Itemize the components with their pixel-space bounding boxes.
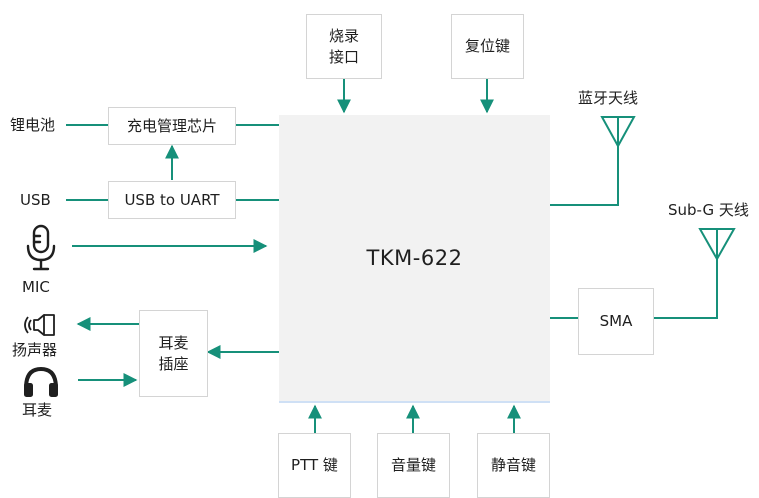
volume-key-block: 音量键	[377, 433, 450, 498]
burn-port-label: 烧录 接口	[328, 26, 359, 66]
microphone-icon	[26, 224, 56, 271]
usb-uart-block: USB to UART	[108, 181, 236, 219]
headset-label: 耳麦	[22, 401, 53, 419]
bt-antenna-icon	[600, 116, 636, 149]
burn-port-block: 烧录 接口	[306, 14, 382, 79]
mic-label: MIC	[22, 278, 50, 296]
bt-antenna-label: 蓝牙天线	[578, 89, 639, 107]
mute-key-label: 静音键	[490, 456, 536, 474]
earphone-jack-block: 耳麦 插座	[139, 310, 208, 397]
ptt-key-block: PTT 键	[278, 433, 351, 498]
subg-antenna-icon	[698, 228, 736, 262]
speaker-label: 扬声器	[12, 341, 58, 359]
reset-key-label: 复位键	[464, 37, 510, 55]
charge-chip-label: 充电管理芯片	[126, 116, 217, 135]
ptt-key-label: PTT 键	[291, 456, 338, 474]
tkm-622-module: TKM-622	[279, 115, 550, 403]
speaker-icon	[24, 314, 55, 336]
main-label: TKM-622	[366, 246, 463, 270]
earphone-jack-label: 耳麦 插座	[158, 333, 189, 373]
charge-chip-block: 充电管理芯片	[108, 107, 236, 145]
battery-label: 锂电池	[10, 116, 56, 134]
usb-label: USB	[20, 191, 51, 209]
sma-block: SMA	[578, 288, 654, 355]
subg-antenna-label: Sub-G 天线	[668, 201, 749, 219]
volume-key-label: 音量键	[390, 456, 436, 474]
sma-label: SMA	[599, 312, 633, 330]
bt-antenna-line	[550, 146, 619, 206]
mute-key-block: 静音键	[477, 433, 550, 498]
headphones-icon	[24, 366, 58, 397]
reset-key-block: 复位键	[451, 14, 524, 79]
subg-antenna-line	[654, 259, 718, 319]
usb-uart-label: USB to UART	[124, 190, 220, 209]
